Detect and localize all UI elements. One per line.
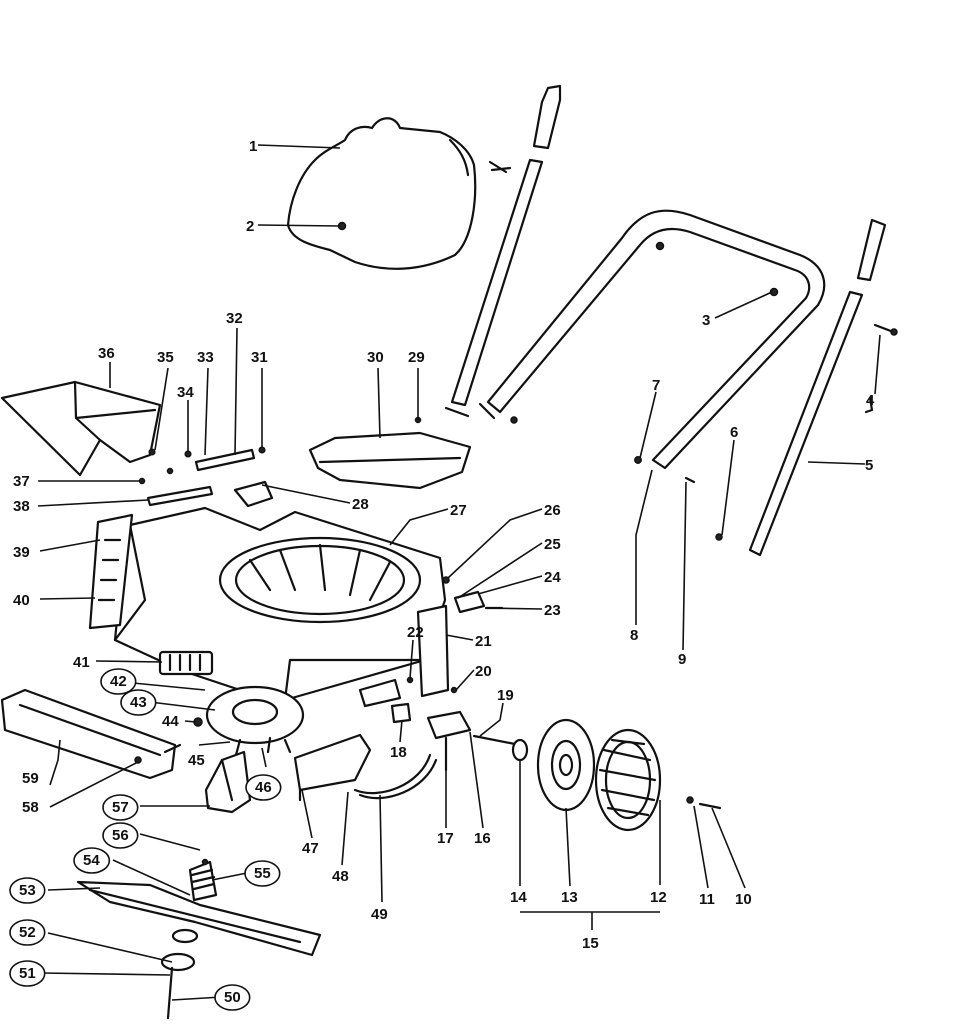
callout-18: 18 bbox=[390, 744, 407, 761]
rear-wheel-assembly bbox=[511, 718, 722, 832]
callout-5: 5 bbox=[865, 457, 873, 474]
callout-40: 40 bbox=[13, 592, 30, 609]
callout-20: 20 bbox=[475, 663, 492, 680]
callout-16: 16 bbox=[474, 830, 491, 847]
callout-26: 26 bbox=[544, 502, 561, 519]
callout-51: 51 bbox=[19, 965, 36, 982]
callout-6: 6 bbox=[730, 424, 738, 441]
small-hardware-top bbox=[138, 416, 422, 508]
callout-30: 30 bbox=[367, 349, 384, 366]
deck-right-hardware bbox=[358, 576, 504, 708]
callout-7: 7 bbox=[652, 377, 660, 394]
callout-ring-57 bbox=[102, 794, 139, 821]
callout-15: 15 bbox=[582, 935, 599, 952]
callout-42: 42 bbox=[110, 673, 127, 690]
callout-43: 43 bbox=[130, 694, 147, 711]
callout-35: 35 bbox=[157, 349, 174, 366]
callout-11: 11 bbox=[699, 891, 715, 908]
callout-ring-46 bbox=[245, 774, 282, 801]
callout-31: 31 bbox=[251, 349, 268, 366]
upper-handle-right bbox=[748, 218, 898, 557]
callout-25: 25 bbox=[544, 536, 561, 553]
callout-10: 10 bbox=[735, 891, 752, 908]
callout-rings bbox=[9, 668, 282, 1011]
height-adjust-parts bbox=[293, 702, 517, 802]
callout-ring-43 bbox=[120, 689, 157, 716]
callout-47: 47 bbox=[302, 840, 319, 857]
callout-39: 39 bbox=[13, 544, 30, 561]
callout-29: 29 bbox=[408, 349, 425, 366]
callout-50: 50 bbox=[224, 989, 241, 1006]
callout-27: 27 bbox=[450, 502, 467, 519]
callout-4: 4 bbox=[866, 392, 875, 409]
callout-ring-55 bbox=[244, 860, 281, 887]
callout-44: 44 bbox=[162, 713, 179, 730]
callout-12: 12 bbox=[650, 889, 667, 906]
callout-ring-51 bbox=[9, 960, 46, 987]
callout-58: 58 bbox=[22, 799, 39, 816]
callout-9: 9 bbox=[678, 651, 686, 668]
callout-36: 36 bbox=[98, 345, 115, 362]
callout-24: 24 bbox=[544, 569, 561, 586]
callout-56: 56 bbox=[112, 827, 129, 844]
callout-13: 13 bbox=[561, 889, 578, 906]
callout-55: 55 bbox=[254, 865, 271, 882]
callout-53: 53 bbox=[19, 882, 36, 899]
callout-45: 45 bbox=[188, 752, 205, 769]
callout-2: 2 bbox=[246, 218, 254, 235]
catcher-frame bbox=[0, 688, 182, 780]
callout-57: 57 bbox=[112, 799, 129, 816]
callout-ring-53 bbox=[9, 877, 46, 904]
upper-handle-left bbox=[444, 84, 562, 424]
callout-22: 22 bbox=[407, 624, 424, 641]
callout-33: 33 bbox=[197, 349, 214, 366]
callout-49: 49 bbox=[371, 906, 388, 923]
callout-23: 23 bbox=[544, 602, 561, 619]
callout-labels: 1 2 3 4 5 6 7 8 9 10 11 12 13 14 15 16 1… bbox=[13, 138, 875, 1006]
leader-lines bbox=[37, 144, 881, 1001]
callout-1: 1 bbox=[249, 138, 257, 155]
callout-28: 28 bbox=[352, 496, 369, 513]
blade-assembly bbox=[76, 858, 322, 1020]
callout-46: 46 bbox=[255, 779, 272, 796]
handle-bolts-right bbox=[634, 456, 723, 541]
callout-8: 8 bbox=[630, 627, 638, 644]
callout-ring-56 bbox=[102, 822, 139, 849]
callout-3: 3 bbox=[702, 312, 710, 329]
callout-19: 19 bbox=[497, 687, 514, 704]
callout-17: 17 bbox=[437, 830, 454, 847]
callout-59: 59 bbox=[22, 770, 39, 787]
callout-41: 41 bbox=[73, 654, 90, 671]
callout-34: 34 bbox=[177, 384, 194, 401]
callout-ring-42 bbox=[100, 668, 137, 695]
callout-ring-52 bbox=[9, 919, 46, 946]
callout-32: 32 bbox=[226, 310, 243, 327]
rear-flap bbox=[308, 431, 472, 490]
mower-deck bbox=[88, 506, 447, 702]
blade-adapter bbox=[204, 750, 252, 814]
engine-cover bbox=[286, 117, 477, 270]
callout-38: 38 bbox=[13, 498, 30, 515]
callout-54: 54 bbox=[83, 852, 100, 869]
callout-52: 52 bbox=[19, 924, 36, 941]
grass-catcher-lid bbox=[0, 380, 162, 477]
callout-ring-54 bbox=[73, 847, 111, 874]
motor-mount-plate bbox=[193, 685, 305, 757]
callout-37: 37 bbox=[13, 473, 30, 490]
callout-21: 21 bbox=[475, 633, 492, 650]
callout-ring-50 bbox=[214, 984, 251, 1011]
handle-loop bbox=[478, 209, 826, 470]
callout-48: 48 bbox=[332, 868, 349, 885]
callout-14: 14 bbox=[510, 889, 527, 906]
